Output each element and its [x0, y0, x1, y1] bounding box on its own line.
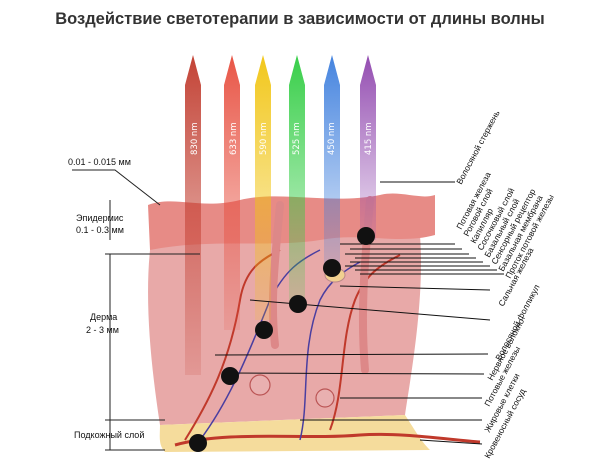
hair-follicle — [268, 201, 284, 349]
beam-label-450: 450 nm — [327, 122, 337, 155]
label-dermis: Дерма — [90, 312, 118, 322]
left-brackets — [72, 169, 200, 451]
beam-label-415: 415 nm — [364, 122, 374, 155]
label-epidermis: Эпидермис — [76, 213, 124, 223]
callout-line — [339, 285, 491, 291]
penetration-dot — [189, 434, 207, 452]
light-beam-525-nm — [289, 55, 305, 305]
blood-vessel — [174, 432, 481, 447]
light-beam-415-nm — [360, 55, 376, 240]
light-beams — [185, 55, 376, 375]
callout-line — [419, 439, 483, 445]
penetration-dots — [189, 227, 375, 452]
light-beam-633-nm — [224, 55, 240, 330]
light-beam-830-nm — [185, 55, 201, 375]
light-beam-590-nm — [255, 55, 271, 320]
callout-line — [214, 353, 489, 356]
sweat-gland — [249, 374, 271, 396]
penetration-dot — [255, 321, 273, 339]
penetration-dot — [221, 367, 239, 385]
fat-layer — [159, 415, 430, 452]
dermis-layer — [148, 235, 422, 425]
callout-lines — [214, 181, 504, 445]
diagram-title: Воздействие светотерапии в зависимости о… — [55, 10, 545, 28]
beam-label-525: 525 nm — [292, 122, 302, 155]
penetration-dot — [357, 227, 375, 245]
beam-label-830: 830 nm — [190, 122, 200, 155]
penetration-dot — [323, 259, 341, 277]
label-subcutaneous: Подкожный слой — [74, 430, 145, 440]
penetration-dot — [289, 295, 307, 313]
label-dermis-depth: 2 - 3 мм — [86, 325, 119, 335]
sweat-gland-2 — [315, 388, 335, 408]
skin-block — [148, 193, 481, 452]
label-epidermis-top: 0.01 - 0.015 мм — [68, 157, 131, 167]
callout-line — [229, 372, 485, 375]
beam-label-633: 633 nm — [229, 122, 239, 155]
beam-label-590: 590 nm — [259, 122, 269, 155]
label-epidermis-depth: 0.1 - 0.3 мм — [76, 225, 124, 235]
light-beam-450-nm — [324, 55, 340, 270]
